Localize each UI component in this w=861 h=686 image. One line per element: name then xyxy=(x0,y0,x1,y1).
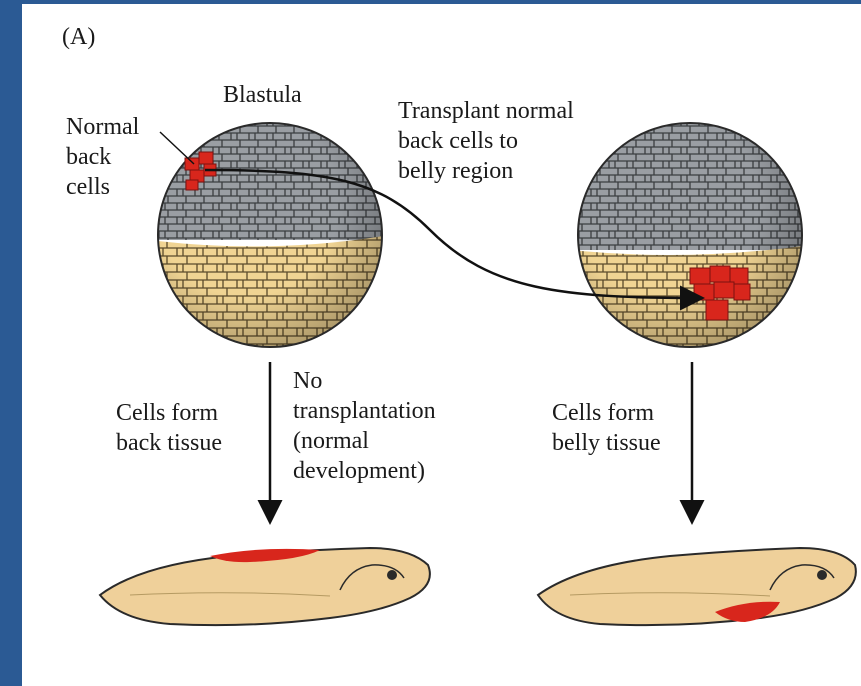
tadpole-left xyxy=(100,548,430,625)
tadpole-right xyxy=(538,548,856,625)
transplant-label: Transplant normal back cells to belly re… xyxy=(398,96,574,186)
cells-form-back-label: Cells form back tissue xyxy=(116,398,222,458)
cells-form-belly-label: Cells form belly tissue xyxy=(552,398,661,458)
no-transplantation-label: No transplantation (normal development) xyxy=(293,366,436,486)
blastula-label: Blastula xyxy=(223,80,302,110)
panel-label: (A) xyxy=(62,22,95,52)
blastula-right xyxy=(570,120,810,360)
normal-back-cells-leader xyxy=(160,132,194,164)
normal-back-cells-label: Normal back cells xyxy=(66,112,139,202)
